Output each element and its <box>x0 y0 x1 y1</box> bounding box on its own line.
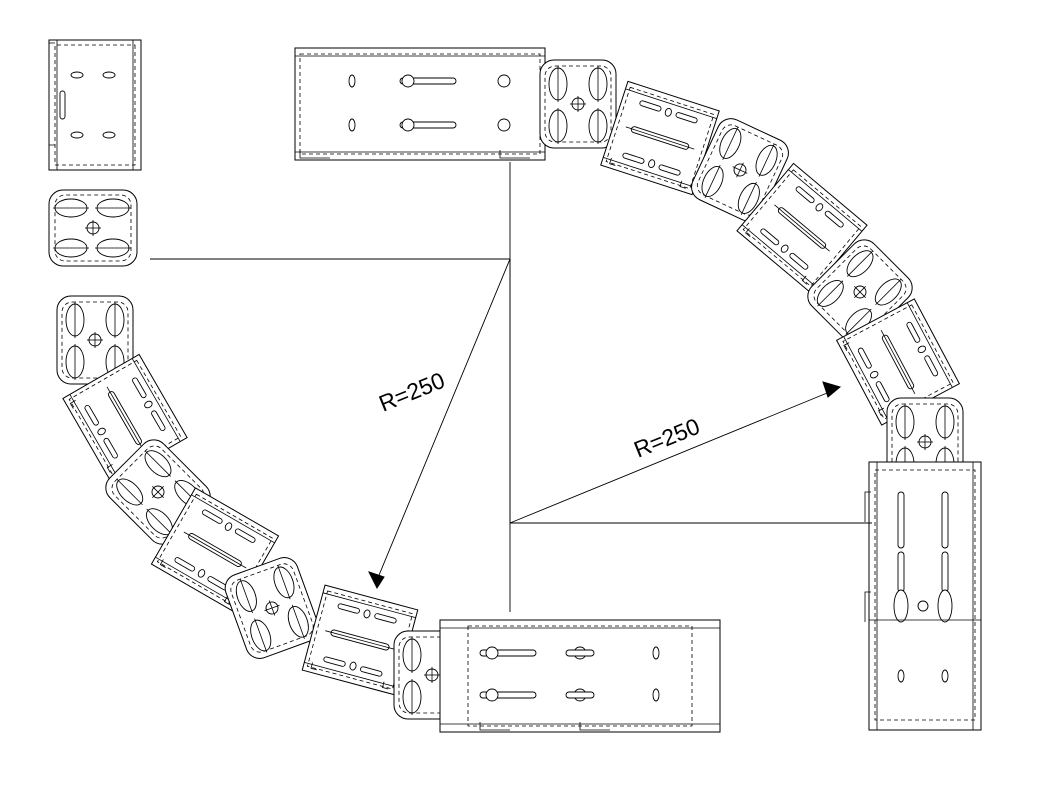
right-tray-bend <box>294 47 982 731</box>
left-radius-arrowhead <box>368 571 385 590</box>
right-bend-top-coupler <box>539 59 617 149</box>
left-radius-leader <box>376 258 511 581</box>
right-bend-top-end-tray <box>294 47 546 161</box>
left-radius-label: R=250 <box>375 367 448 417</box>
left-bend-top-end-tray <box>48 39 142 171</box>
right-bend-bottom-end-tray <box>864 461 982 731</box>
left-bend-top-coupler <box>48 189 138 267</box>
right-radius-leader <box>509 390 833 524</box>
left-tray-bend <box>48 39 721 733</box>
left-bend-bottom-end-tray <box>439 619 721 733</box>
right-radius-label: R=250 <box>630 413 703 463</box>
right-radius-arrowhead <box>822 381 842 398</box>
